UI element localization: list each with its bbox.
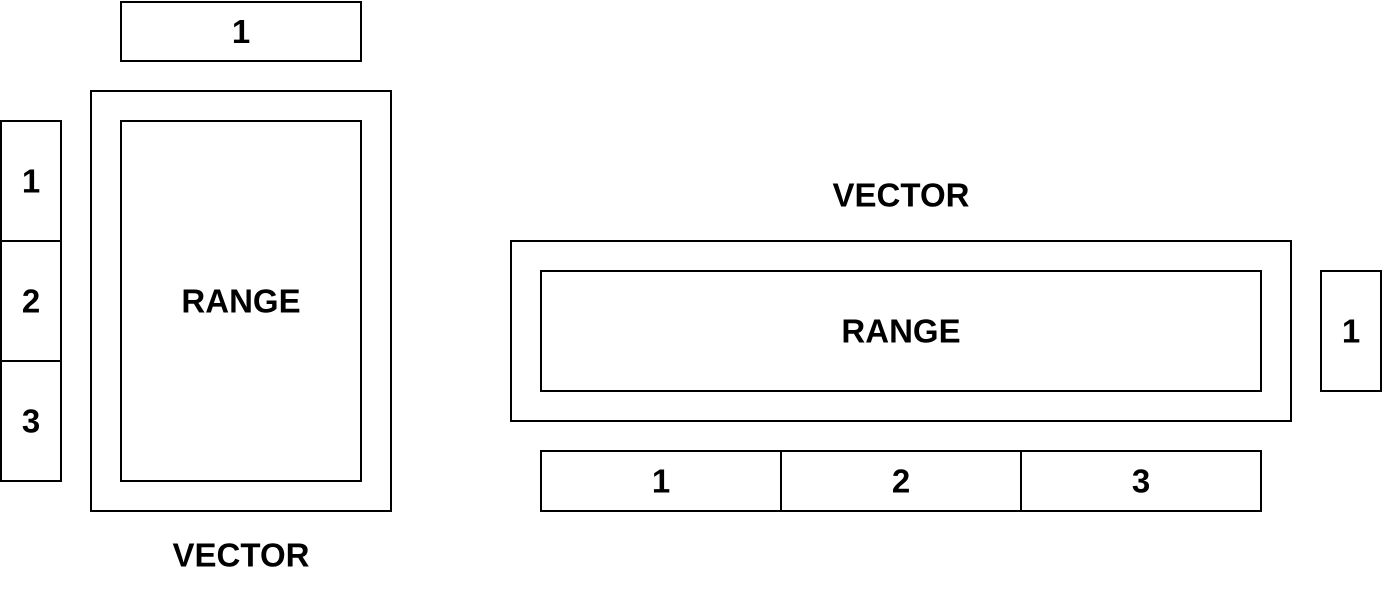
- vertical-top-cell: 1: [120, 1, 362, 62]
- horizontal-bottom-cell-1: 1: [540, 450, 782, 512]
- horizontal-bottom-cells: 1 2 3: [540, 450, 1262, 512]
- vertical-range-box: [120, 120, 362, 482]
- horizontal-side-cell: 1: [1320, 270, 1382, 392]
- horizontal-range-label: RANGE: [841, 313, 960, 350]
- horizontal-bottom-cell-2-label: 2: [892, 463, 910, 500]
- horizontal-bottom-cell-3: 3: [1020, 450, 1262, 512]
- vertical-side-cell-2: 2: [0, 240, 62, 362]
- vertical-top-cell-label: 1: [232, 13, 250, 50]
- vertical-side-cell-1: 1: [0, 120, 62, 242]
- horizontal-bottom-cell-1-label: 1: [652, 463, 670, 500]
- horizontal-range-box: [540, 270, 1262, 392]
- horizontal-layout: VECTOR RANGE 1 1 2 3: [510, 177, 1382, 512]
- vertical-vector-label: VECTOR: [173, 537, 310, 574]
- vertical-range-label: RANGE: [181, 283, 300, 320]
- horizontal-bottom-cell-2: 2: [780, 450, 1022, 512]
- horizontal-side-cell-label: 1: [1342, 313, 1360, 350]
- vertical-side-cell-3-label: 3: [22, 403, 40, 440]
- vertical-side-cell-1-label: 1: [22, 163, 40, 200]
- vertical-side-cell-3: 3: [0, 360, 62, 482]
- vertical-layout: 1 1 2 3 RANGE VECTOR: [0, 1, 392, 574]
- horizontal-bottom-cell-3-label: 3: [1132, 463, 1150, 500]
- vertical-side-cells: 1 2 3: [0, 120, 62, 482]
- vertical-side-cell-2-label: 2: [22, 283, 40, 320]
- horizontal-vector-label: VECTOR: [833, 177, 970, 214]
